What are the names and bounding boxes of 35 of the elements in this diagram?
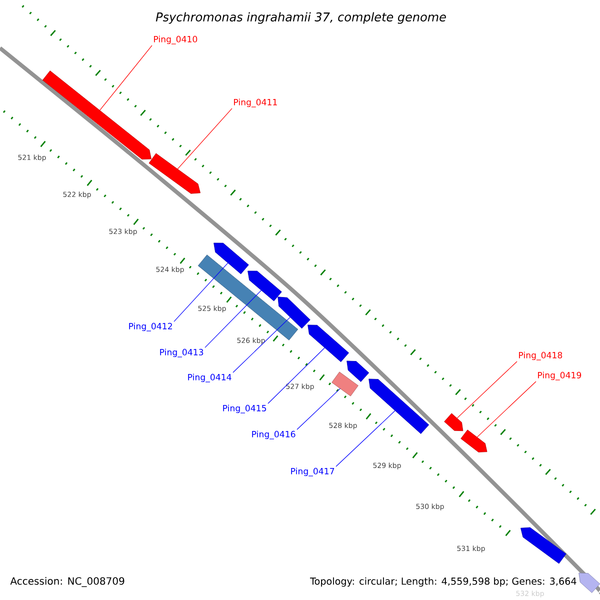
leader-line <box>99 45 152 111</box>
gene-label: Ping_0416 <box>252 430 296 440</box>
gene-feature <box>248 270 282 302</box>
gene-label: Ping_0418 <box>519 352 562 360</box>
gene-feature <box>346 360 370 382</box>
gene-label: Ping_0415 <box>223 404 266 414</box>
leader-line <box>456 361 518 419</box>
footer-text: Topology: circular; Length: 4,559,598 bp; Genes: 3,664 <box>310 577 576 587</box>
gene-feature <box>278 296 310 329</box>
gene-feature <box>214 242 249 274</box>
leader-line <box>476 381 536 438</box>
gene-feature <box>308 324 349 362</box>
gene-label: Ping_0417 <box>291 468 334 476</box>
gene-label: Ping_0410 <box>154 36 198 44</box>
gene-feature <box>460 430 488 452</box>
gene-label: Ping_0413 <box>160 348 204 358</box>
leader-line <box>296 388 340 430</box>
gene-label: Ping_0414 <box>188 374 232 382</box>
leader-line <box>268 347 326 404</box>
gene-feature <box>520 527 566 564</box>
gene-label: Ping_0411 <box>234 98 277 108</box>
gene-feature <box>148 153 200 194</box>
gene-label: Ping_0412 <box>129 322 172 332</box>
title: Psychromonas ingrahamii 37, complete genome <box>156 12 446 24</box>
gene-label: Ping_0419 <box>538 372 582 380</box>
gene-feature <box>578 572 600 593</box>
feature-box <box>332 372 358 396</box>
leader-line <box>174 262 228 322</box>
leader-line <box>232 316 290 373</box>
gene-feature <box>444 413 464 432</box>
leader-line <box>177 108 232 170</box>
leader-line <box>204 290 262 348</box>
gene-feature <box>368 378 430 434</box>
footer-text: Accession: NC_008709 <box>10 577 124 587</box>
leader-line <box>336 410 396 467</box>
